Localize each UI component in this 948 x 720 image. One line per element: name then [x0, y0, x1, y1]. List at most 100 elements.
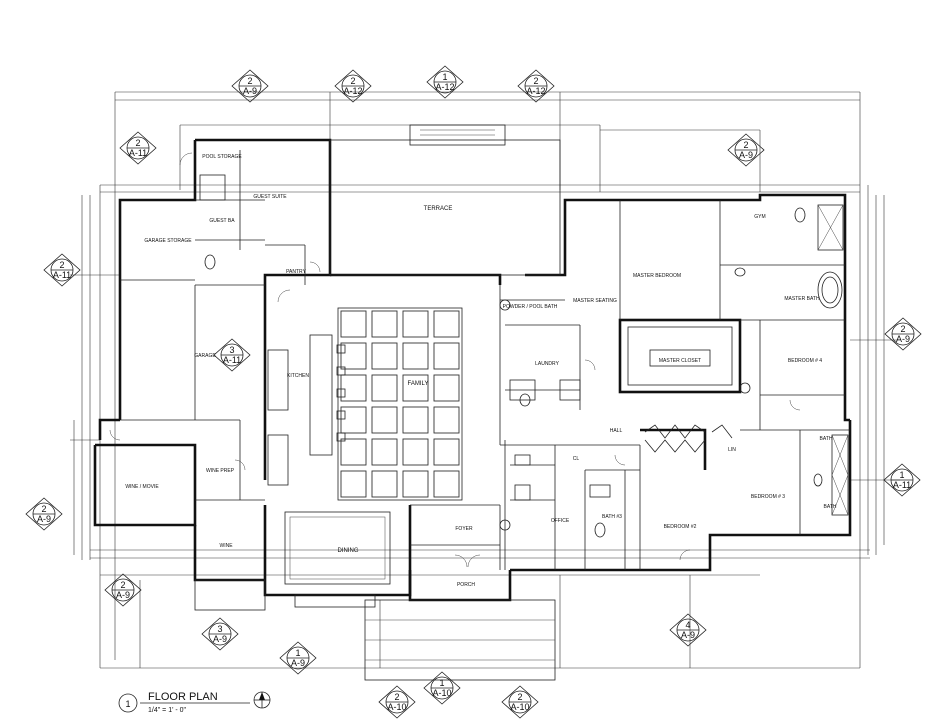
svg-text:2: 2 — [900, 324, 905, 334]
room-label-terrace: TERRACE — [424, 206, 453, 212]
coffer-cell — [371, 374, 398, 402]
svg-text:1: 1 — [899, 470, 904, 480]
room-label-bath-b: BATH — [824, 504, 837, 510]
room-label-pool-storage: POOL STORAGE — [202, 154, 242, 160]
svg-text:A-10: A-10 — [387, 702, 406, 712]
coffer-cell — [371, 310, 398, 338]
svg-text:A-9: A-9 — [213, 634, 227, 644]
hall-detail — [644, 424, 733, 453]
svg-text:1: 1 — [442, 72, 447, 82]
bath-fixtures — [199, 174, 849, 538]
drawing-number: 1 — [125, 699, 130, 709]
room-label-bedroom-2: BEDROOM #2 — [664, 524, 697, 530]
svg-text:A-12: A-12 — [343, 86, 362, 96]
room-label-master-bath: MASTER BATH — [784, 296, 820, 302]
svg-text:2: 2 — [247, 76, 252, 86]
section-tag: 2 A-12 — [517, 69, 555, 103]
svg-text:A-10: A-10 — [432, 688, 451, 698]
svg-text:4: 4 — [685, 620, 690, 630]
room-label-bedroom-3: BEDROOM # 3 — [751, 494, 785, 500]
section-tag: 2 A-11 — [43, 253, 81, 287]
dining-table — [284, 511, 391, 585]
svg-text:3: 3 — [217, 624, 222, 634]
svg-text:2: 2 — [135, 138, 140, 148]
coffer-cell — [433, 438, 460, 466]
svg-text:A-11: A-11 — [223, 355, 241, 365]
svg-text:2: 2 — [350, 76, 355, 86]
room-label-porch: PORCH — [457, 582, 475, 588]
room-label-powder: POWDER / POOL BATH — [503, 304, 558, 310]
svg-text:A-9: A-9 — [739, 150, 753, 160]
kitchen-island — [267, 334, 346, 486]
section-tag: 2 A-11 — [119, 131, 157, 165]
section-tag: 2 A-9 — [884, 317, 922, 351]
coffer-cell — [371, 406, 398, 434]
svg-text:A-12: A-12 — [526, 86, 545, 96]
svg-text:2: 2 — [41, 504, 46, 514]
coffer-cell — [340, 374, 367, 402]
room-label-family: FAMILY — [408, 381, 429, 387]
svg-text:A-9: A-9 — [681, 630, 695, 640]
room-label-bath-3: BATH #3 — [602, 514, 622, 520]
room-label-master-seating: MASTER SEATING — [573, 298, 617, 304]
section-tag: 2 A-12 — [334, 69, 372, 103]
room-label-garage: GARAGE — [194, 353, 216, 359]
svg-text:1: 1 — [295, 648, 300, 658]
master-closet-box — [627, 326, 733, 386]
family-room-grid — [337, 307, 463, 501]
room-label-guest-suite: GUEST SUITE — [253, 194, 287, 200]
coffer-cell — [340, 406, 367, 434]
svg-text:A-11: A-11 — [893, 480, 911, 490]
room-label-office: OFFICE — [551, 518, 570, 524]
section-tag: 4 A-9 — [669, 613, 707, 647]
section-tag: 1 A-9 — [279, 641, 317, 675]
svg-text:A-9: A-9 — [896, 334, 910, 344]
svg-text:A-10: A-10 — [510, 702, 529, 712]
coffer-cell — [402, 310, 429, 338]
section-tag: 1 A-11 — [883, 463, 921, 497]
section-tags: 2 A-9 2 A-12 1 A-12 2 A-12 2 — [25, 65, 922, 719]
section-tag: 3 A-9 — [201, 617, 239, 651]
coffer-cell — [371, 470, 398, 498]
north-arrow-icon — [253, 691, 271, 709]
coffer-cell — [433, 310, 460, 338]
section-tag: 2 A-9 — [25, 497, 63, 531]
coffer-cell — [433, 342, 460, 370]
section-tag: 2 A-9 — [104, 573, 142, 607]
svg-text:2: 2 — [743, 140, 748, 150]
section-tag: 1 A-12 — [426, 65, 464, 99]
coffer-cell — [402, 438, 429, 466]
svg-text:A-9: A-9 — [116, 590, 130, 600]
svg-text:2: 2 — [517, 692, 522, 702]
room-label-bedroom-4: BEDROOM # 4 — [788, 358, 822, 364]
room-label-closet: CL — [573, 456, 580, 462]
svg-text:A-11: A-11 — [53, 270, 71, 280]
svg-text:A-9: A-9 — [291, 658, 305, 668]
coffer-cell — [340, 310, 367, 338]
room-label-guest-bath: GUEST BA — [209, 218, 235, 224]
coffer-cell — [433, 374, 460, 402]
svg-text:2: 2 — [394, 692, 399, 702]
room-label-wine: WINE — [219, 543, 233, 549]
coffer-cell — [371, 342, 398, 370]
section-tag: 2 A-10 — [378, 685, 416, 719]
section-tag: 2 A-9 — [727, 133, 765, 167]
door-swings — [109, 152, 801, 568]
coffer-cell — [402, 342, 429, 370]
svg-text:A-9: A-9 — [37, 514, 51, 524]
section-tag: 2 A-10 — [501, 685, 539, 719]
svg-text:A-11: A-11 — [129, 148, 147, 158]
svg-text:A-9: A-9 — [243, 86, 257, 96]
coffer-cell — [340, 342, 367, 370]
coffer-cell — [402, 406, 429, 434]
svg-text:2: 2 — [533, 76, 538, 86]
room-label-linen: LIN — [728, 447, 736, 453]
room-label-bath-a: BATH — [820, 436, 833, 442]
room-label-master-closet: MASTER CLOSET — [659, 358, 701, 364]
room-label-gym: GYM — [754, 214, 765, 220]
drawing-scale: 1/4" = 1' - 0" — [148, 707, 187, 714]
room-label-wine-prep: WINE PREP — [206, 468, 235, 474]
section-tag: 1 A-10 — [423, 671, 461, 705]
section-tag: 2 A-9 — [231, 69, 269, 103]
title-block: 1 FLOOR PLAN 1/4" = 1' - 0" — [118, 691, 271, 714]
